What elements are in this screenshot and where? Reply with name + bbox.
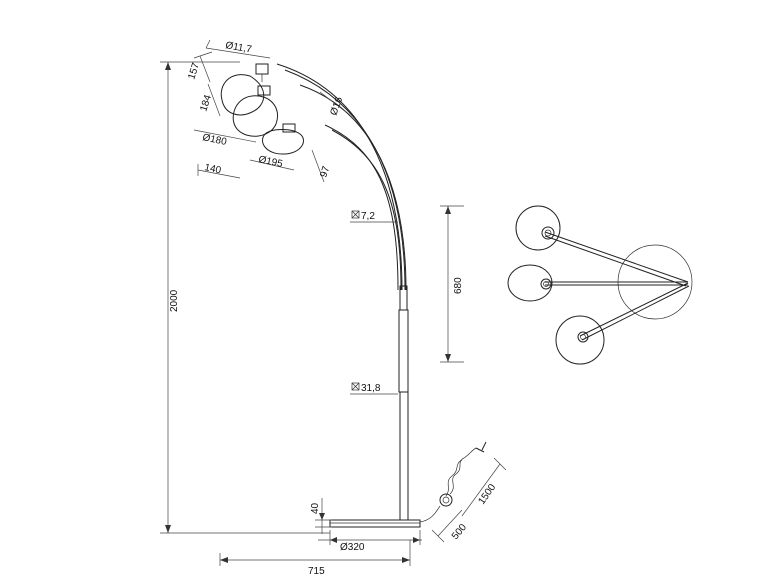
dim-arc-height [440, 205, 464, 363]
dim-shade-195 [249, 159, 295, 171]
label-cable-500: 500 [450, 522, 469, 542]
label-lamp-holder-diameter: Ø11,7 [224, 40, 252, 56]
top-view [507, 205, 693, 365]
top-view-shade-bottom [555, 315, 605, 365]
dim-cable-500 [431, 509, 463, 543]
label-holder-height: 157 [186, 61, 202, 81]
dim-shade-97 [311, 149, 325, 183]
shade-middle [232, 85, 278, 137]
dim-pole-lower [350, 382, 398, 395]
label-base-diameter: Ø320 [340, 542, 365, 553]
label-pole-upper: 7,2 [361, 211, 375, 222]
dim-holder-height [193, 51, 213, 83]
dim-shade-180 [193, 129, 257, 143]
dim-pole-upper [350, 210, 398, 223]
label-shade-diameter-180: Ø180 [201, 132, 228, 148]
label-shade-height-184: 184 [198, 93, 214, 113]
lamp-pole [398, 285, 409, 521]
dim-cable-1500 [461, 457, 507, 517]
shade-bottom [262, 123, 304, 155]
shade-top [220, 63, 269, 116]
label-arc-height: 680 [453, 277, 464, 294]
label-shade-diameter-195: Ø195 [257, 154, 284, 170]
top-view-shade-top [515, 205, 561, 251]
dim-base-height [315, 498, 332, 534]
dim-shade-140 [197, 164, 241, 179]
dim-shade-height [207, 83, 221, 117]
lamp-base [329, 519, 421, 528]
label-pole-lower: 31,8 [361, 383, 381, 394]
dim-lamp-holder [205, 39, 271, 59]
label-total-width: 715 [308, 566, 325, 577]
dim-total-height [160, 61, 330, 534]
lamp-cable [419, 441, 487, 523]
label-base-height: 40 [310, 502, 321, 514]
label-total-height: 2000 [169, 289, 180, 312]
dim-total-width [219, 540, 411, 566]
label-cable-1500: 1500 [476, 482, 498, 507]
top-view-shade-middle [507, 264, 553, 302]
dim-arm-diameter [319, 91, 347, 113]
lamp-arms [276, 63, 407, 291]
label-shade-height-97: 97 [318, 165, 332, 179]
label-shade-width-140: 140 [203, 162, 222, 176]
dim-base-diameter [318, 530, 422, 545]
